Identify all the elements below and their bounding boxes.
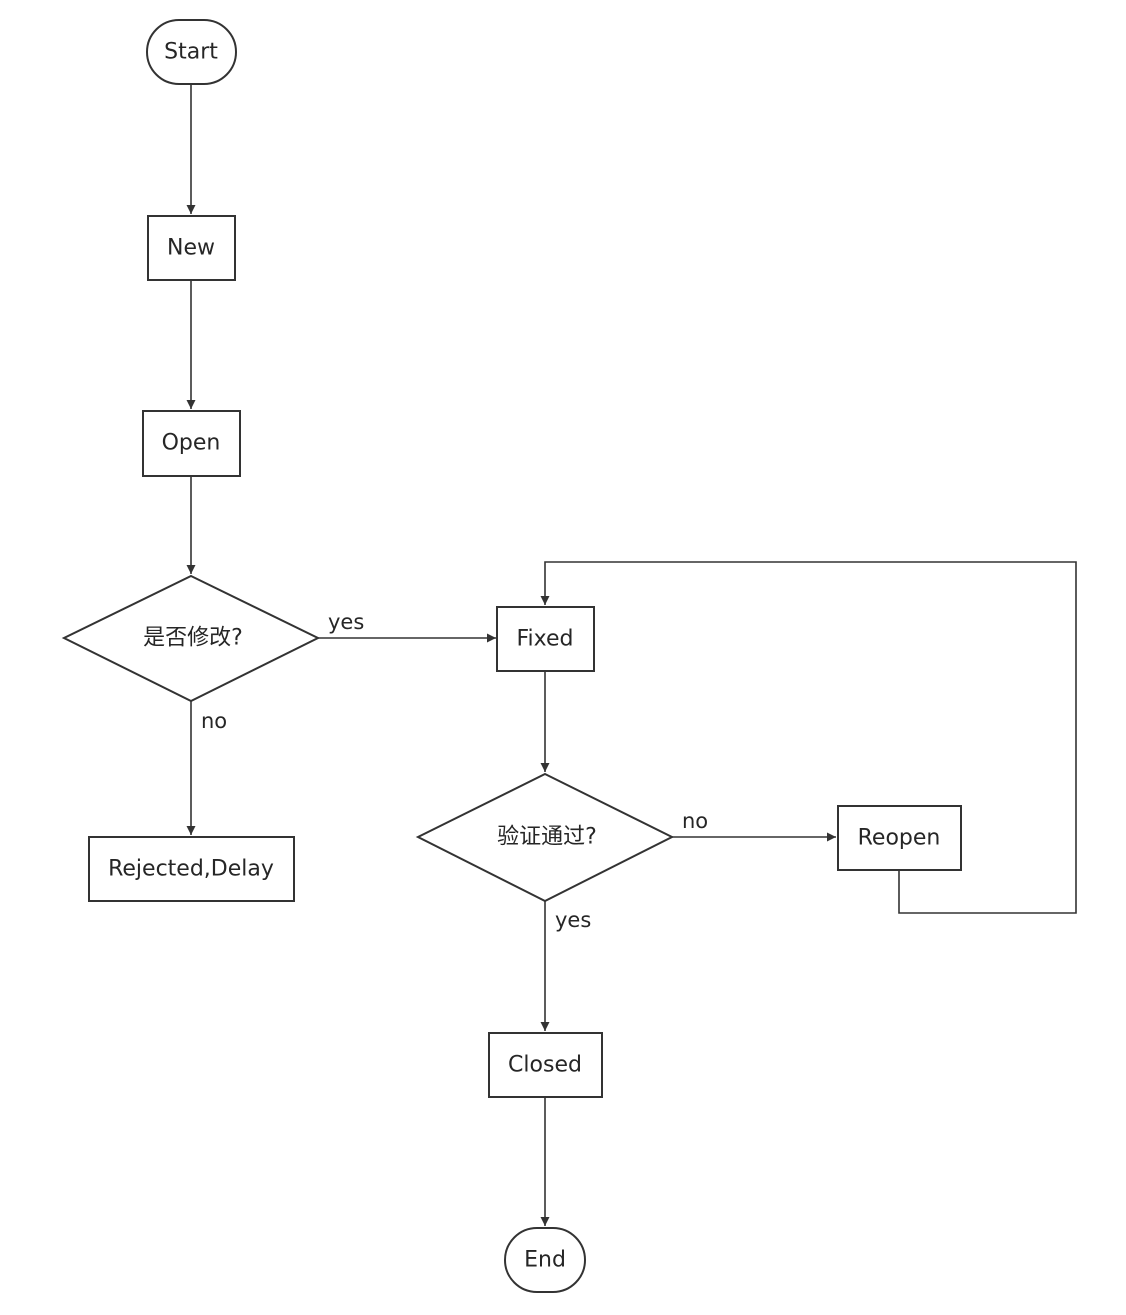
rejected-process-box — [88, 836, 295, 902]
closed-label: Closed — [508, 1053, 582, 1078]
start-terminal-shape — [146, 19, 237, 85]
new-process-box — [147, 215, 236, 281]
end-terminal-shape — [504, 1227, 586, 1293]
end-label: End — [524, 1248, 566, 1273]
fixed-process-box — [496, 606, 595, 672]
edge-label-verify-yes: yes — [555, 908, 591, 932]
decision-verify-diamond — [415, 772, 675, 903]
node-new[interactable]: New — [147, 215, 236, 281]
node-open[interactable]: Open — [142, 410, 241, 477]
decision-verify-label: 验证通过? — [497, 825, 597, 850]
edge-label-modify-yes: yes — [328, 610, 364, 634]
node-reopen[interactable]: Reopen — [837, 805, 962, 871]
new-label: New — [167, 236, 215, 261]
node-decision-modify[interactable]: 是否修改? — [61, 574, 321, 703]
node-rejected[interactable]: Rejected,Delay — [88, 836, 295, 902]
edges — [186, 84, 1077, 1226]
open-label: Open — [162, 431, 221, 456]
node-end[interactable]: End — [504, 1227, 586, 1293]
open-process-box — [142, 410, 241, 477]
rejected-label: Rejected,Delay — [108, 857, 274, 882]
fixed-label: Fixed — [516, 627, 573, 652]
closed-process-box — [488, 1032, 603, 1098]
node-decision-verify[interactable]: 验证通过? — [415, 772, 675, 903]
decision-modify-diamond — [61, 574, 321, 703]
node-fixed[interactable]: Fixed — [496, 606, 595, 672]
edge-label-modify-no: no — [201, 709, 227, 733]
edge-reopen-to-fixed — [540, 561, 1077, 914]
decision-modify-label: 是否修改? — [143, 626, 243, 651]
reopen-label: Reopen — [858, 826, 941, 851]
edge-labels: yes no no yes — [201, 610, 708, 932]
edge-label-verify-no: no — [682, 809, 708, 833]
reopen-process-box — [837, 805, 962, 871]
node-closed[interactable]: Closed — [488, 1032, 603, 1098]
start-label: Start — [164, 40, 218, 65]
node-start[interactable]: Start — [146, 19, 237, 85]
